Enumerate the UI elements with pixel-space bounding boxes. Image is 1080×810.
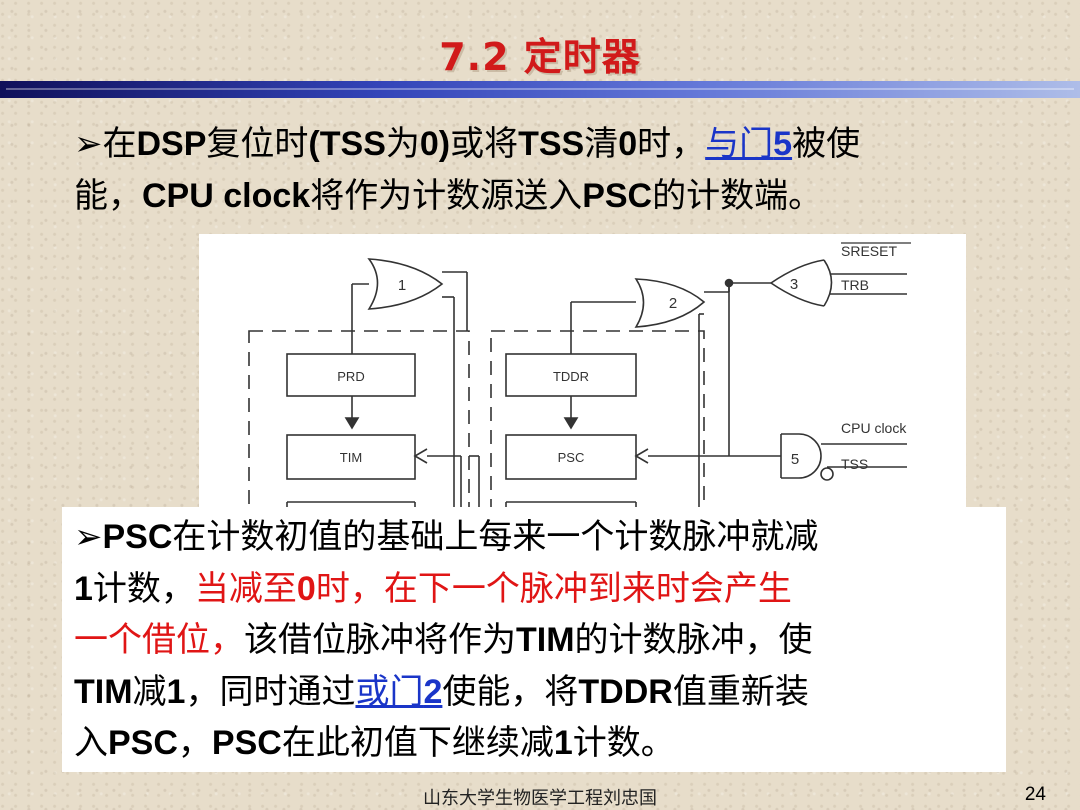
tim-block-dashed-outline	[248, 330, 470, 532]
tim-register-box	[286, 434, 416, 480]
link-or-gate-2[interactable]: 或门2	[355, 672, 443, 711]
gate-1-label: 1	[398, 277, 406, 294]
bullet-arrow-icon: ➢	[74, 125, 103, 163]
title-underline-bar	[0, 81, 1080, 98]
cpu-clock-signal-label: CPU clock	[841, 420, 907, 436]
or-gate-3-back	[823, 259, 833, 307]
timer-logic-diagram: 1 2 3 5 SRESET TRB PRD TDDR TIM PSC CPU …	[199, 234, 966, 532]
link-and-gate-5[interactable]: 与门5	[705, 125, 793, 163]
slide-page-number: 24	[1024, 784, 1046, 805]
psc-label: PSC	[558, 450, 585, 465]
or-gate-1	[367, 258, 444, 310]
gate-2-label: 2	[669, 295, 677, 312]
slide-title: 7.2 定时器	[439, 35, 641, 79]
or-gate-2	[634, 278, 706, 328]
bullet-2-background	[62, 507, 1006, 772]
bullet-arrow-icon: ➢	[74, 518, 103, 556]
tss-signal-label: TSS	[841, 456, 868, 472]
sreset-signal-label: SRESET	[841, 243, 897, 259]
tddr-label: TDDR	[553, 369, 589, 384]
slide-footer-author: 山东大学生物医学工程刘忠国	[423, 788, 657, 808]
tim-label: TIM	[340, 450, 362, 465]
gate-3-label: 3	[790, 276, 798, 293]
gate-5-label: 5	[791, 451, 799, 468]
timer-diagram-svg: 1 2 3 5 SRESET TRB PRD TDDR TIM PSC CPU …	[248, 242, 911, 532]
psc-block-dashed-outline	[490, 330, 705, 532]
bullet-paragraph-1: ➢在DSP复位时(TSS为0)或将TSS清0时，与门5被使能，CPU clock…	[74, 125, 861, 215]
prd-label: PRD	[337, 369, 364, 384]
trb-signal-label: TRB	[841, 277, 869, 293]
and-gate-5	[781, 433, 822, 479]
prd-register-box	[286, 353, 416, 397]
psc-register-box	[505, 434, 637, 480]
